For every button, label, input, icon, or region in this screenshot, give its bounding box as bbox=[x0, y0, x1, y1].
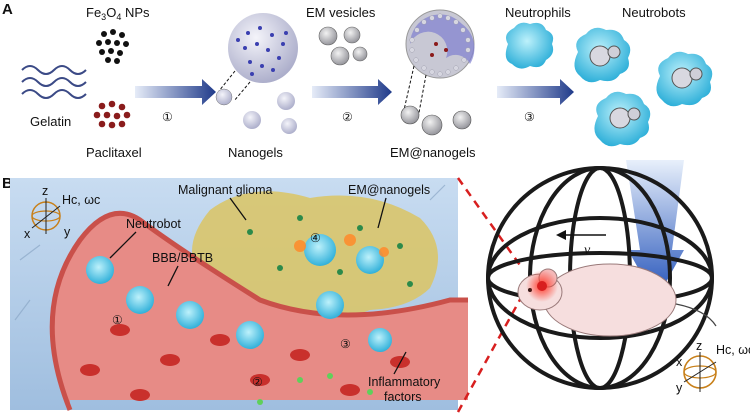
panel-b-label: B bbox=[2, 175, 13, 192]
velocity-label: v bbox=[584, 243, 591, 258]
mouse-field-label: Hc, ωc bbox=[716, 343, 750, 357]
scene-pointers bbox=[109, 197, 407, 375]
mouse bbox=[517, 263, 717, 337]
neutrophils-label: Neutrophils bbox=[505, 5, 571, 20]
axis-z-label: z bbox=[42, 184, 48, 198]
axis-x-label: x bbox=[24, 227, 31, 241]
mouse-axis-x-label: x bbox=[676, 355, 683, 369]
scene-step-2: ② bbox=[252, 375, 263, 389]
malignant-glioma-label: Malignant glioma bbox=[178, 183, 273, 197]
field-axes-gizmo: z x y Hc, ωc bbox=[24, 184, 100, 241]
field-label: Hc, ωc bbox=[62, 193, 100, 207]
em-nanogel-small-particles bbox=[400, 105, 472, 136]
step-2-arrow bbox=[312, 79, 392, 105]
step-1-arrow bbox=[135, 79, 216, 105]
neutrobots-label: Neutrobots bbox=[622, 5, 686, 20]
nanogel-zoom bbox=[218, 13, 298, 102]
em-nanogels-label: EM@nanogels bbox=[390, 145, 476, 160]
em-vesicles-label: EM vesicles bbox=[306, 5, 376, 20]
neutrophil-cell bbox=[505, 22, 554, 69]
em-nanogel-zoom bbox=[403, 9, 475, 119]
scene-step-1: ① bbox=[112, 313, 123, 327]
mouse-axis-y-label: y bbox=[676, 381, 683, 395]
mouse-axis-z-label: z bbox=[696, 339, 702, 353]
step-2-marker: ② bbox=[342, 110, 353, 124]
step-1-marker: ① bbox=[162, 110, 173, 124]
bbb-label: BBB/BBTB bbox=[152, 251, 213, 265]
velocity-arrow: v bbox=[556, 230, 606, 258]
fe3o4-nanoparticles bbox=[96, 29, 129, 64]
inflammatory-label: Inflammatory bbox=[368, 375, 441, 389]
em-vesicles bbox=[318, 26, 368, 66]
nanogel-small-particles bbox=[215, 88, 297, 134]
scene-step-3: ③ bbox=[340, 337, 351, 351]
em-nanogels-scene-label: EM@nanogels bbox=[348, 183, 430, 197]
gelatin-label: Gelatin bbox=[30, 114, 71, 129]
gelatin-strands bbox=[21, 65, 87, 99]
paclitaxel-label: Paclitaxel bbox=[86, 145, 142, 160]
axis-y-label: y bbox=[64, 225, 71, 239]
zoom-line-top bbox=[456, 177, 524, 269]
neutrobot-cells bbox=[574, 27, 713, 147]
paclitaxel-drug bbox=[93, 100, 131, 129]
neutrobot-label: Neutrobot bbox=[126, 217, 181, 231]
step-3-arrow bbox=[497, 79, 574, 105]
fe3o4-label: Fe3O4 NPs bbox=[86, 5, 150, 22]
brain-scene bbox=[10, 178, 468, 411]
mouse-axes-gizmo: z x y Hc, ωc bbox=[676, 339, 750, 395]
factors-label: factors bbox=[384, 390, 422, 404]
step-3-marker: ③ bbox=[524, 110, 535, 124]
nanogels-label: Nanogels bbox=[228, 145, 283, 160]
panel-a-label: A bbox=[2, 1, 13, 18]
scene-step-4: ④ bbox=[310, 231, 321, 245]
